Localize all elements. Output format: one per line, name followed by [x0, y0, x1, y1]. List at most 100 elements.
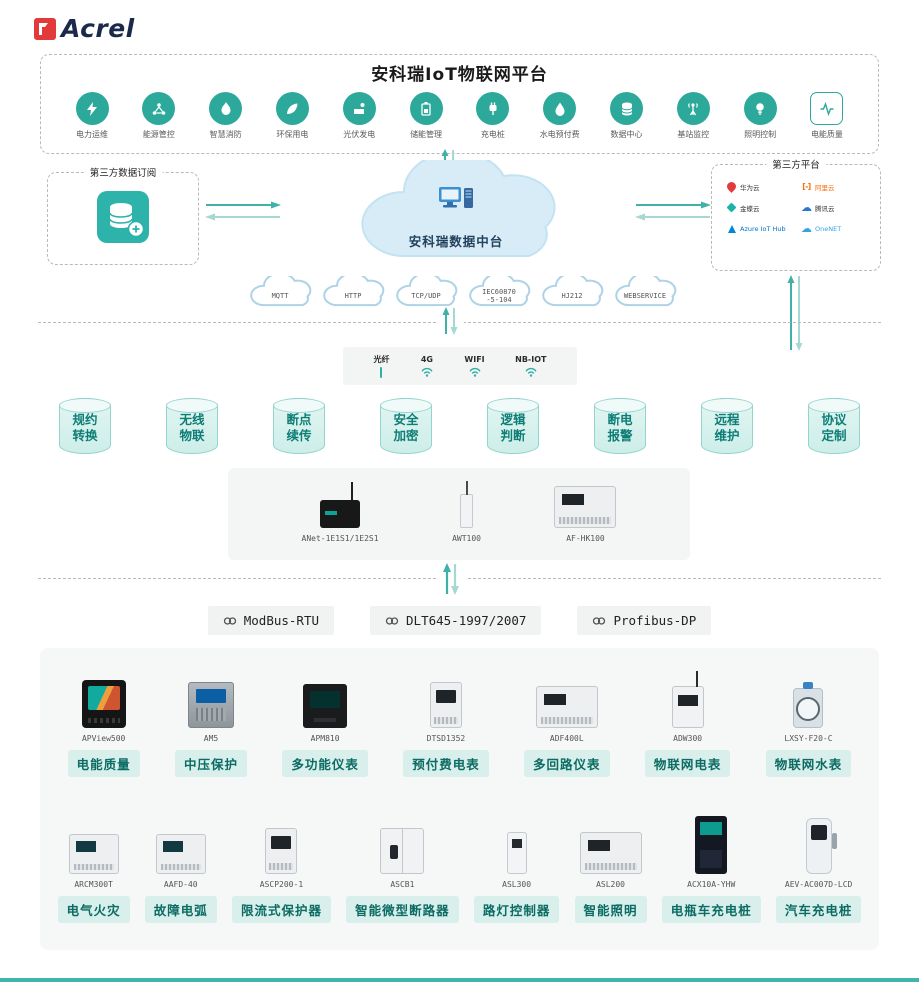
platform-title: 安科瑞IoT物联网平台: [371, 65, 548, 85]
link-icon: [385, 616, 399, 625]
eco-power-icon: [275, 92, 309, 125]
product-image: [506, 832, 527, 874]
data-platform-label: 安科瑞数据中台: [408, 234, 504, 249]
cylinder-top: [273, 398, 325, 413]
app-power-ops: 电力运维: [63, 92, 121, 140]
pv-power-icon: [342, 92, 376, 125]
cylinder-top: [594, 398, 646, 413]
link-icon: [223, 616, 236, 625]
platform-box: 安科瑞IoT物联网平台 电力运维 能源管控 智慧消防 环保用电 光伏发电 储能管…: [40, 54, 879, 154]
product-category-chip: 多功能仪表: [282, 750, 368, 777]
product-image: [535, 686, 598, 728]
feature-cylinder: 协议定制: [808, 398, 860, 454]
cylinder-top: [166, 398, 218, 413]
product-model: APM810: [310, 734, 340, 743]
product-model: ASL200: [596, 880, 625, 889]
product-category-chip: 电瓶车充电桩: [661, 896, 761, 923]
app-power-quality: 电能质量: [798, 92, 856, 140]
app-water-prepay: 水电预付费: [531, 92, 589, 140]
flow-arrow-subscribe-cloud: [204, 198, 282, 228]
cylinder-top: [487, 398, 539, 413]
cylinder-top: [808, 398, 860, 413]
product-model: DTSD1352: [426, 734, 466, 743]
vendor-list: 华为云 阿里云 金蝶云 腾讯云 Azure IoT Hub OneNET: [712, 165, 880, 234]
net-4g: 4G: [420, 355, 434, 377]
energy-storage-icon: [409, 92, 443, 125]
product-image: [695, 816, 728, 874]
vendor-onenet: OneNET: [801, 223, 874, 234]
product-model: ASL300: [502, 880, 532, 889]
product-category-chip: 中压保护: [175, 750, 248, 777]
product-image: [68, 834, 119, 874]
bus-protocol-profibus: Profibus-DP: [577, 606, 712, 635]
product-image: [793, 688, 824, 728]
product-item: LXSY-F20-C 物联网水表: [765, 668, 852, 777]
vendor-kingdee-cloud: 金蝶云: [726, 202, 799, 213]
vendor-ali-cloud: 阿里云: [801, 181, 874, 192]
device-row-1: APView500 电能质量 AM5 中压保护 APM810 多功能仪表 DTS…: [50, 668, 869, 777]
power-ops-icon: [75, 92, 109, 125]
cylinder-top: [701, 398, 753, 413]
app-lighting-control: 照明控制: [731, 92, 789, 140]
product-image: [805, 818, 837, 874]
product-category-chip: 智能照明: [574, 896, 647, 923]
product-item: ASCB1 智能微型断路器: [346, 814, 459, 923]
product-item: ACX10A-YHW 电瓶车充电桩: [661, 814, 761, 923]
gateway-image: [320, 482, 361, 528]
net-fiber: 光纤: [373, 354, 389, 378]
product-item: AM5 中压保护: [175, 668, 248, 777]
product-category-chip: 预付费电表: [403, 750, 489, 777]
huawei-cloud-icon: [726, 181, 737, 192]
product-item: ARCM300T 电气火灾: [57, 814, 130, 923]
product-image: [155, 834, 206, 874]
flow-arrow-gateway-devices: [436, 562, 466, 600]
data-center-icon: [610, 92, 643, 125]
cylinder-top: [380, 398, 432, 413]
wifi-icon: [421, 367, 433, 377]
product-model: ADF400L: [549, 734, 584, 743]
protocol-cloud-webservice: WEBSERVICE: [613, 276, 677, 310]
product-category-chip: 物联网水表: [765, 750, 852, 777]
app-smart-fire: 智慧消防: [197, 92, 255, 140]
protocol-cloud-http: HTTP: [321, 276, 385, 310]
product-item: ASL200 智能照明: [574, 814, 647, 923]
gateway-box: ANet-1E1S1/1E2S1 AWT100 AF-HK100: [228, 468, 690, 560]
gateway-image: [460, 481, 474, 528]
wifi-icon: [468, 367, 481, 377]
app-data-center: 数据中心: [598, 92, 656, 140]
subscribe-box-title: 第三方数据订阅: [83, 165, 163, 179]
app-energy-mgmt: 能源管控: [130, 92, 188, 140]
app-charging-pile: 充电桩: [464, 92, 522, 140]
lighting-control-icon: [743, 92, 777, 125]
acrel-logo-icon: [34, 17, 56, 40]
gateway-model: AWT100: [452, 534, 481, 543]
platform-apps-row: 电力运维 能源管控 智慧消防 环保用电 光伏发电 储能管理 充电桩 水电预付费: [41, 85, 878, 140]
flow-arrow-cloud-gateway: [436, 306, 464, 340]
azure-icon: [726, 223, 737, 234]
product-item: APView500 电能质量: [67, 668, 140, 777]
cloud-shape: [352, 160, 560, 272]
third-party-subscribe-box: 第三方数据订阅: [47, 165, 199, 265]
product-model: ASCP200-1: [259, 880, 304, 889]
gateway-feature-row: 规约转换 无线物联 断点续传 安全加密 逻辑判断 断电报警 远程维护 协议定制: [56, 398, 863, 454]
product-image: [429, 682, 462, 728]
product-model: ARCM300T: [74, 880, 113, 889]
tencent-cloud-icon: [801, 202, 812, 213]
app-eco-power: 环保用电: [263, 92, 321, 140]
product-image: [380, 828, 425, 874]
onenet-icon: [801, 223, 812, 234]
product-category-chip: 汽车充电桩: [775, 896, 862, 923]
product-image: [579, 832, 642, 874]
product-item: AEV-AC007D-LCD 汽车充电桩: [775, 814, 862, 923]
smart-fire-icon: [209, 92, 243, 125]
product-model: AM5: [203, 734, 219, 743]
third-party-platform-box: 第三方平台 华为云 阿里云 金蝶云 腾讯云 Azure IoT Hub OneN…: [711, 157, 881, 271]
product-item: ADW300 物联网电表: [644, 668, 731, 777]
product-item: ADF400L 多回路仪表: [524, 668, 610, 777]
vendor-azure-iot-hub: Azure IoT Hub: [726, 223, 799, 234]
gateway-model: AF-HK100: [566, 534, 605, 543]
database-subscribe-icon: [97, 191, 149, 243]
base-station-icon: [676, 92, 710, 125]
feature-cylinder: 断点续传: [273, 398, 325, 454]
protocol-cloud-tcpudp: TCP/UDP: [394, 276, 458, 310]
